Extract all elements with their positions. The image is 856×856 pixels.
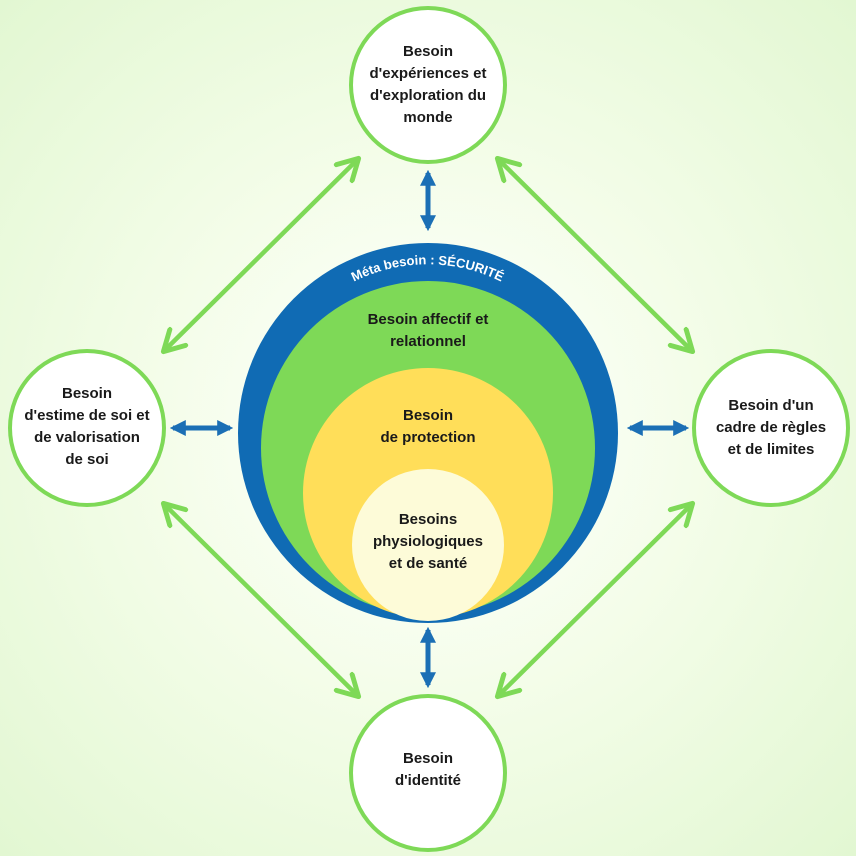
node-left-label: Besoin d'estime de soi et de valorisatio… (24, 385, 150, 468)
node-right-label: Besoin d'un cadre de règles et de limite… (715, 397, 827, 458)
central-circles: Méta besoin : SÉCURITÉ (238, 243, 618, 623)
arrow-top-right (499, 160, 691, 350)
arrow-right-bottom (499, 505, 691, 695)
node-top-circle (349, 6, 507, 164)
affective-need-label: Besoin affectif et relationnel (367, 311, 489, 350)
node-bottom-circle (349, 694, 507, 852)
arrow-top-left (165, 160, 357, 350)
physiological-need-label: Besoins physiologiques et de santé (372, 511, 483, 572)
arrow-left-bottom (165, 505, 357, 695)
node-left-circle (8, 349, 166, 507)
node-right-circle (692, 349, 850, 507)
node-bottom-label: Besoin d'identité (394, 750, 462, 789)
protection-need-label: Besoin de protection (380, 407, 476, 446)
physiological-need-circle (352, 469, 504, 621)
node-top-label: Besoin d'expériences et d'exploration du… (369, 43, 487, 126)
